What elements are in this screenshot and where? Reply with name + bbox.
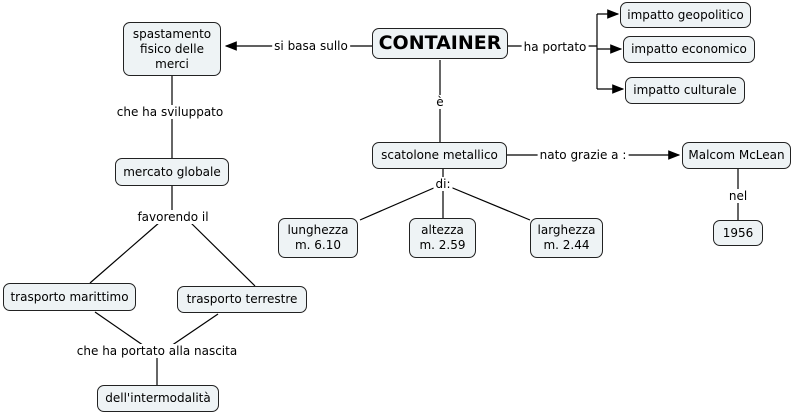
node-larghezza[interactable]: larghezza m. 2.44 — [530, 218, 603, 258]
link-label-nato-grazie-a: nato grazie a : — [537, 148, 629, 162]
node-impatto-culturale[interactable]: impatto culturale — [625, 77, 745, 104]
node-altezza[interactable]: altezza m. 2.59 — [409, 218, 476, 258]
node-trasporto-marittimo[interactable]: trasporto marittimo — [3, 283, 136, 311]
node-malcom-mclean[interactable]: Malcom McLean — [682, 142, 791, 169]
link-label-di: di: — [433, 177, 453, 191]
node-impatto-economico[interactable]: impatto economico — [623, 36, 755, 63]
node-scatolone-metallico[interactable]: scatolone metallico — [372, 142, 507, 169]
link-label-ha-portato: ha portato — [521, 40, 589, 54]
node-intermodalita[interactable]: dell'intermodalità — [97, 385, 219, 412]
node-container[interactable]: CONTAINER — [372, 28, 508, 59]
node-1956[interactable]: 1956 — [713, 220, 763, 246]
node-trasporto-terrestre[interactable]: trasporto terrestre — [177, 286, 307, 313]
link-label-e: è — [434, 95, 446, 109]
node-impatto-geopolitico[interactable]: impatto geopolitico — [620, 2, 751, 28]
node-lunghezza[interactable]: lunghezza m. 6.10 — [278, 218, 358, 258]
link-label-si-basa-sullo: si basa sullo — [272, 39, 350, 53]
link-label-che-ha-portato-alla-nascita: che ha portato alla nascita — [74, 344, 240, 358]
link-label-favorendo-il: favorendo il — [135, 210, 211, 224]
link-label-che-ha-sviluppato: che ha sviluppato — [114, 105, 226, 119]
node-spastamento[interactable]: spastamento fisico delle merci — [123, 22, 221, 76]
node-mercato-globale[interactable]: mercato globale — [115, 158, 229, 186]
link-label-nel: nel — [726, 189, 750, 203]
